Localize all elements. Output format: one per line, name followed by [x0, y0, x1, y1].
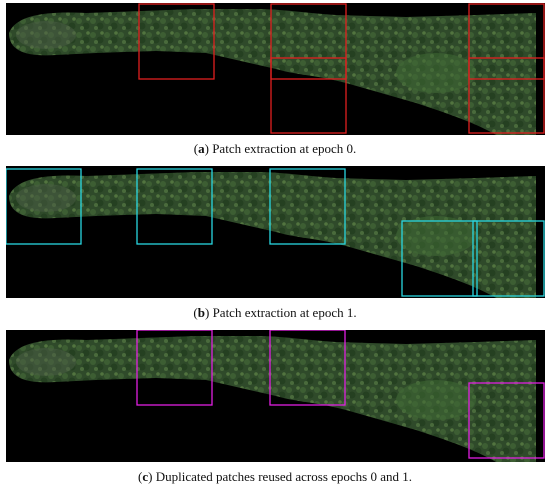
caption-a: (a) Patch extraction at epoch 0.: [193, 141, 357, 156]
patch-box: [468, 382, 545, 459]
caption-c: (c) Duplicated patches reused across epo…: [137, 469, 413, 484]
panel-a-svg: [9, 3, 545, 135]
patch-box: [269, 330, 346, 406]
panel-a-image: [6, 3, 545, 135]
panel-b-image: [6, 166, 545, 298]
terrain-strip: [9, 172, 536, 298]
patch-box: [138, 3, 215, 80]
clearing-patch: [16, 21, 76, 49]
clearing-patch: [16, 184, 76, 212]
clearing-patch: [16, 348, 76, 376]
terrain-strip: [9, 336, 536, 462]
clearing-patch: [396, 380, 476, 420]
clearing-patch: [396, 53, 476, 93]
caption-b: (b) Patch extraction at epoch 1.: [193, 305, 357, 320]
patch-box: [401, 220, 478, 297]
patch-box: [270, 57, 347, 134]
patch-box: [468, 3, 545, 80]
patch-box: [468, 57, 545, 134]
panel-b-svg: [6, 168, 545, 298]
clearing-patch: [396, 216, 476, 256]
panel-c-svg: [9, 330, 545, 462]
patch-box: [472, 220, 545, 297]
patch-box: [6, 168, 82, 245]
panel-c-image: [6, 330, 545, 462]
patch-box: [136, 168, 213, 245]
patch-box: [136, 330, 213, 406]
patch-box: [270, 3, 347, 80]
terrain-strip: [9, 9, 536, 135]
patch-box: [269, 168, 346, 245]
